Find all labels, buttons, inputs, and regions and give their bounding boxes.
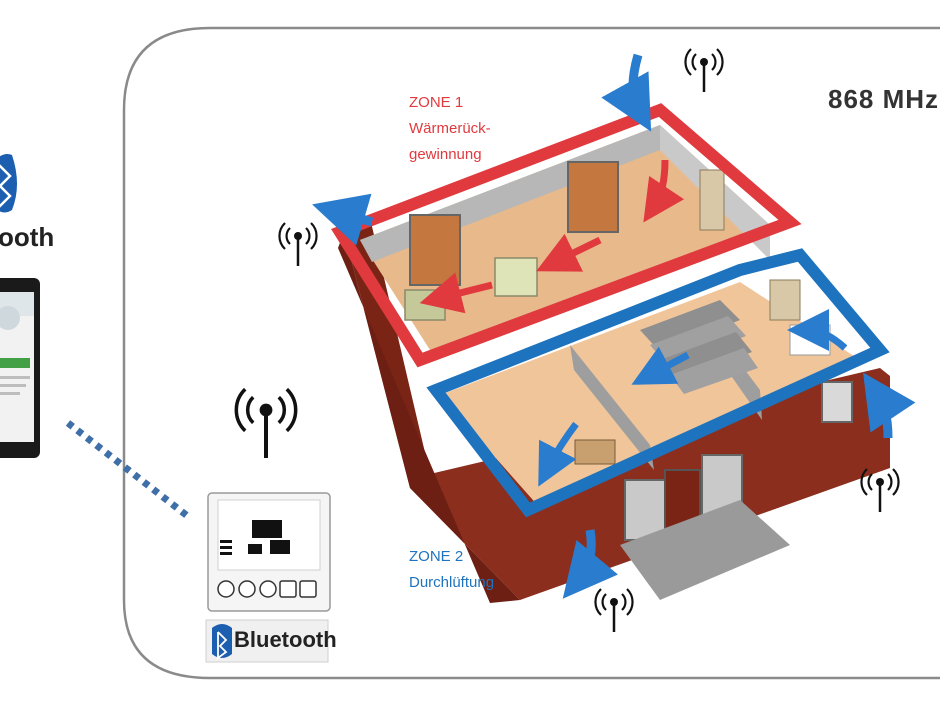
bluetooth-link-line: [65, 420, 193, 521]
airflow-arrow-icon: [419, 272, 493, 314]
airflow-arrow-icon: [601, 53, 652, 132]
radio-antenna-icon: [236, 389, 295, 458]
frequency-label: 868 MHz: [828, 84, 940, 114]
bluetooth-bottom-label: Bluetooth: [234, 627, 337, 652]
zone1-line2: gewinnung: [409, 146, 482, 163]
house-cutaway: [312, 53, 916, 603]
zone1-title: ZONE 1: [409, 94, 464, 111]
bluetooth-icon: [0, 154, 17, 213]
smartphone: [0, 278, 40, 458]
airflow-arrow-icon: [536, 233, 602, 272]
airflow-arrow-icon: [631, 346, 690, 385]
bluetooth-icon: [212, 624, 232, 658]
airflow-arrow-icon: [538, 421, 579, 487]
zone2-line1: Durchlüftung: [409, 574, 495, 591]
radio-antenna-icon: [278, 221, 318, 268]
radio-antenna-icon: [684, 47, 724, 94]
zone2-title: ZONE 2: [409, 548, 464, 565]
bluetooth-top-label: ooth: [0, 222, 55, 252]
bluetooth-badge: [205, 619, 329, 663]
zone2-label: ZONE 2 Durchlüftung: [409, 544, 494, 596]
airflow-arrow-icon: [863, 372, 916, 439]
wall-controller: [207, 492, 331, 612]
zone1-label: ZONE 1 Wärmerück- gewinnung: [409, 90, 491, 168]
zone1-line1: Wärmerück-: [409, 120, 491, 137]
airflow-arrow-icon: [643, 159, 685, 223]
radio-antenna-icon: [594, 587, 634, 634]
airflow-arrow-icon: [312, 193, 374, 246]
system-frame: [122, 26, 940, 680]
airflow-arrow-icon: [787, 309, 848, 352]
airflow-arrow-icon: [562, 529, 619, 599]
